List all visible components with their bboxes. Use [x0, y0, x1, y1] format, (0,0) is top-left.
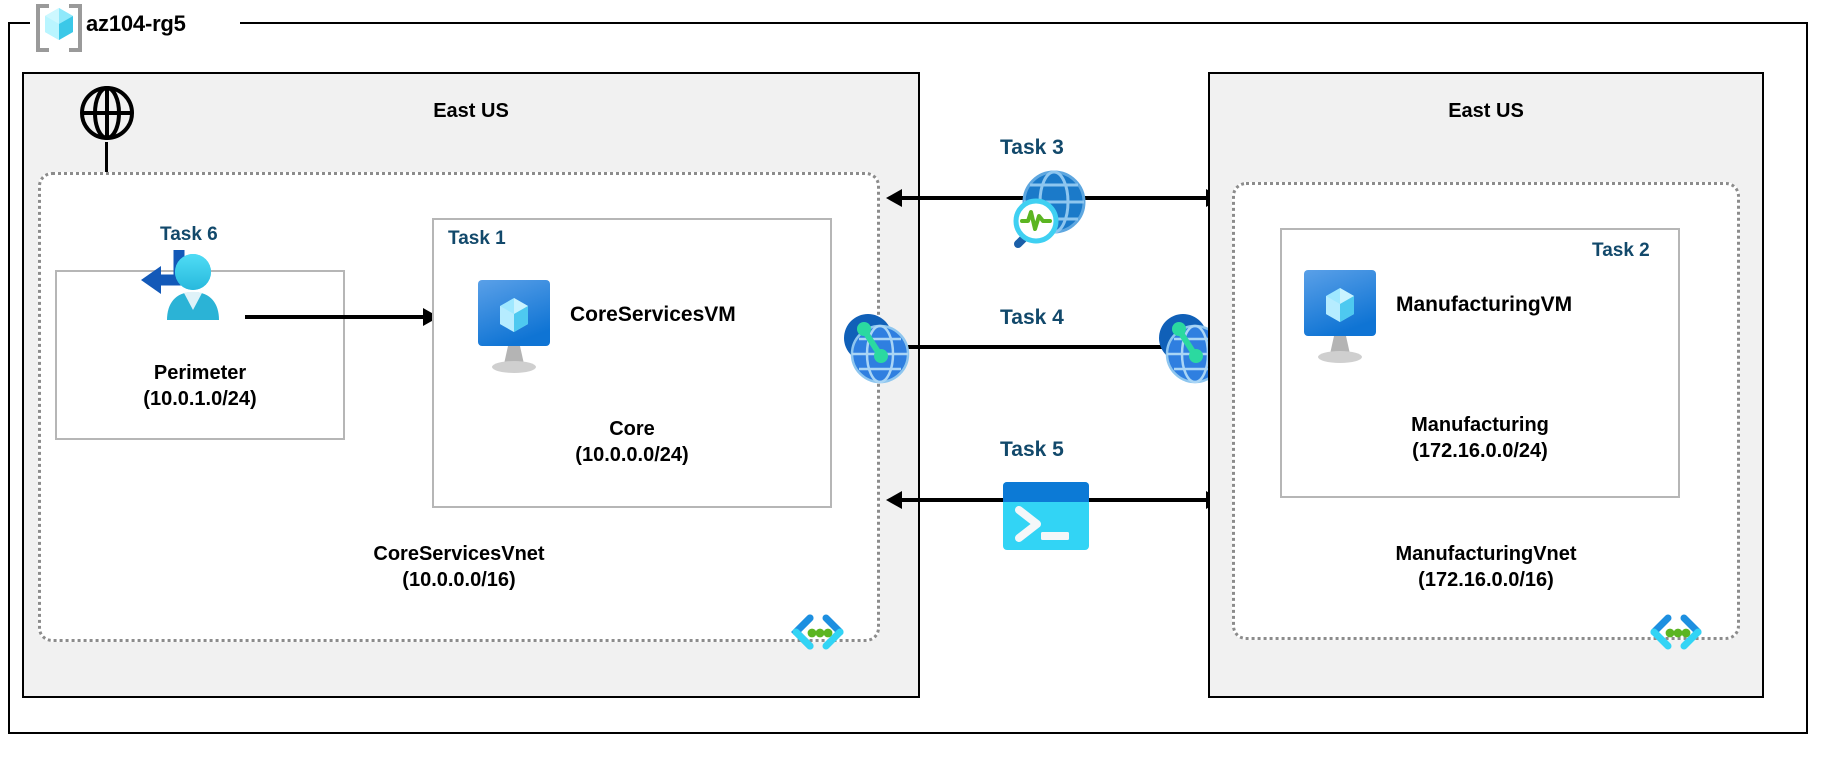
resource-group-frame [8, 22, 1808, 734]
task-label-3: Task 3 [1000, 136, 1064, 159]
internet-globe-icon [78, 84, 136, 147]
task3-arrowhead-left [886, 189, 902, 207]
resource-group-header: az104-rg5 [34, 0, 196, 52]
vm-name-coreservices: CoreServicesVM [570, 303, 736, 326]
task4-line [900, 345, 1220, 349]
subnet-core-name: Core [609, 418, 655, 440]
subnet-code-icon-left [790, 612, 846, 657]
subnet-manufacturing-name: Manufacturing [1411, 414, 1549, 436]
subnet-perimeter-cidr: (10.0.1.0/24) [143, 388, 257, 410]
resource-group-name: az104-rg5 [86, 11, 186, 36]
task-label-1: Task 1 [448, 228, 506, 249]
vnet-manufacturing-name: ManufacturingVnet [1395, 543, 1577, 565]
cloud-shell-icon [1003, 482, 1089, 555]
virtual-machine-icon-core [474, 278, 554, 381]
network-watcher-icon [1000, 168, 1092, 261]
region-title-right: East US [1448, 100, 1524, 122]
perimeter-to-core-line [245, 315, 425, 319]
subnet-manufacturing-cidr: (172.16.0.0/24) [1412, 440, 1548, 462]
task-label-5: Task 5 [1000, 438, 1064, 461]
virtual-machine-icon-manufacturing [1300, 268, 1380, 371]
task-label-4: Task 4 [1000, 306, 1064, 329]
vm-name-manufacturing: ManufacturingVM [1396, 293, 1573, 316]
subnet-code-icon-right [1648, 612, 1704, 657]
resource-group-cube-icon [34, 0, 84, 52]
vnet-peering-icon-left [840, 310, 910, 391]
task5-arrowhead-left [886, 491, 902, 509]
vnet-coreservices-name: CoreServicesVnet [373, 543, 545, 565]
region-title-left: East US [433, 100, 509, 122]
azure-bastion-user-icon [135, 248, 221, 329]
task-label-6: Task 6 [160, 224, 218, 245]
subnet-core-cidr: (10.0.0.0/24) [575, 444, 689, 466]
vnet-coreservices-cidr: (10.0.0.0/16) [402, 569, 516, 591]
task-label-2: Task 2 [1592, 240, 1650, 261]
subnet-perimeter-name: Perimeter [153, 362, 247, 384]
vnet-manufacturing-cidr: (172.16.0.0/16) [1418, 569, 1554, 591]
